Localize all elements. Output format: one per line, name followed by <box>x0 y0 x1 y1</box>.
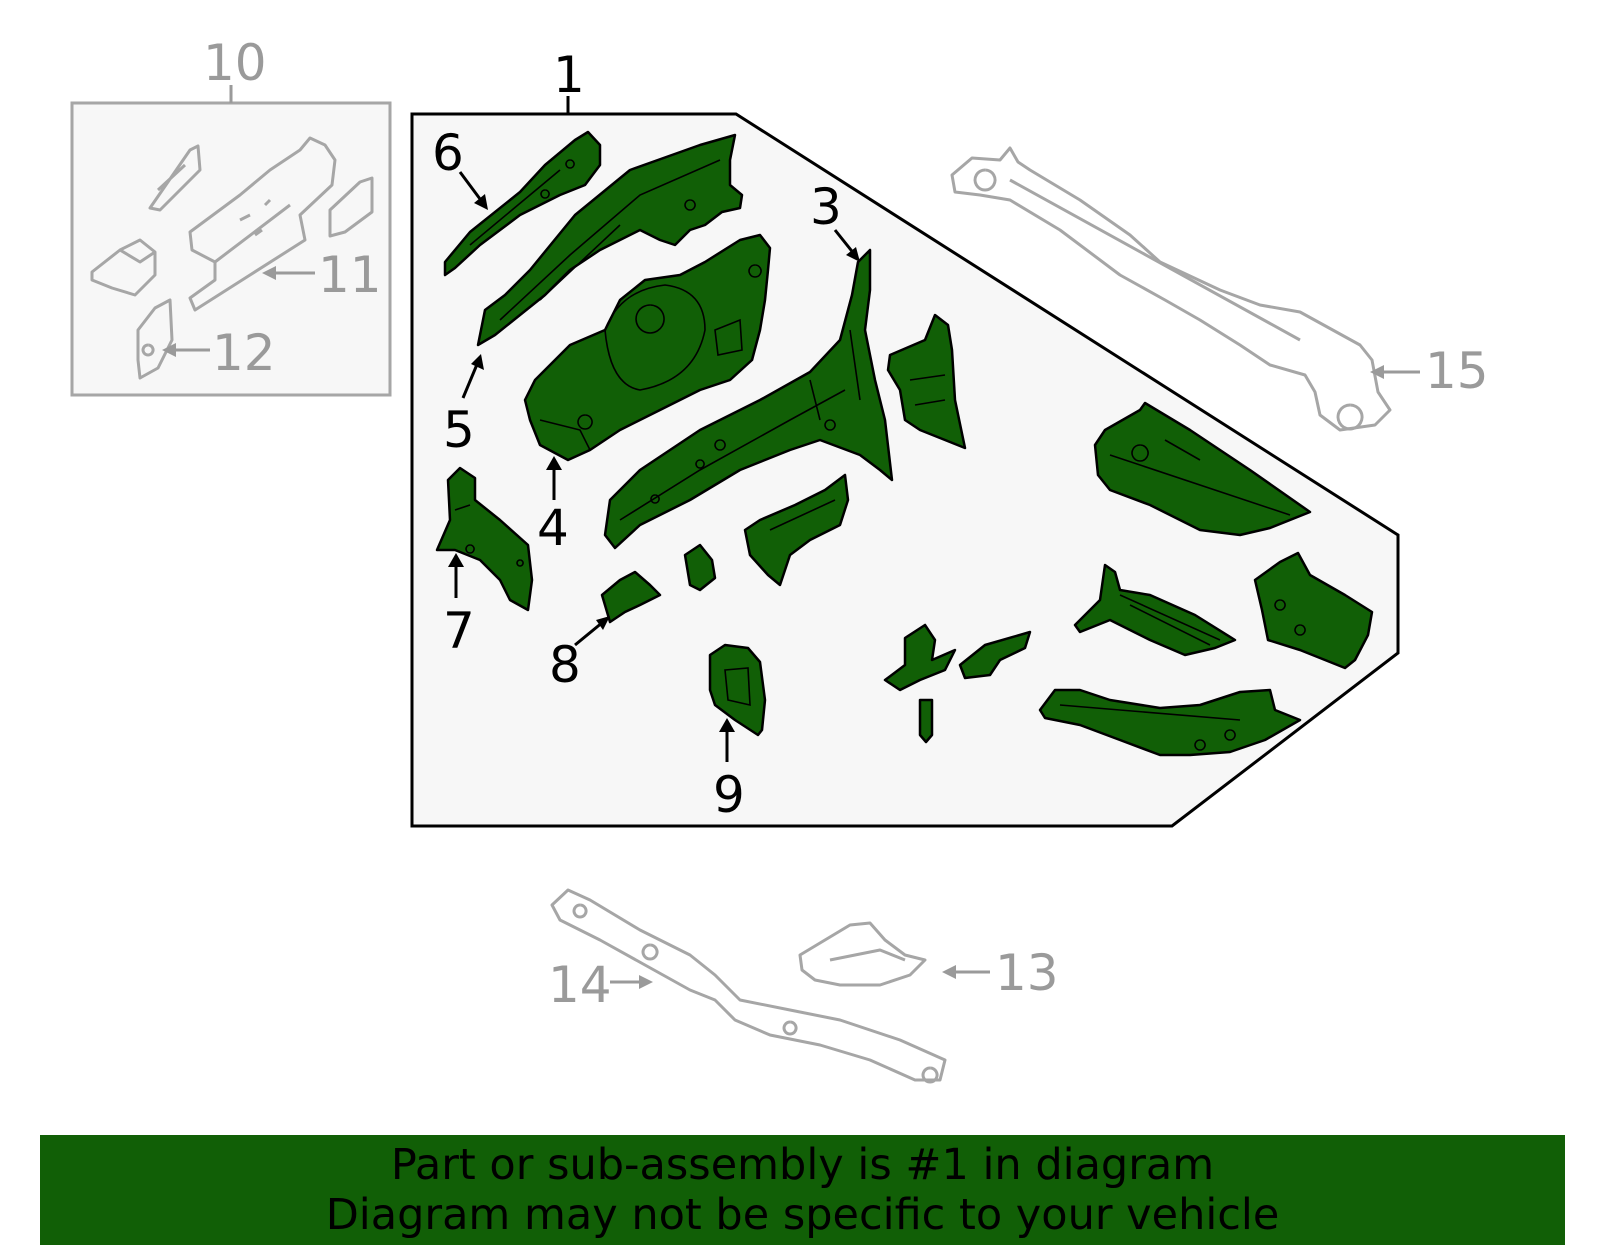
part-13-ghost <box>798 921 927 987</box>
leaders <box>448 171 860 762</box>
rail-ghost-11 <box>188 136 337 312</box>
part-4[interactable] <box>523 233 772 462</box>
mount-ghost <box>90 238 157 297</box>
parts-diagram: 10 11 12 1 6 3 5 4 7 8 9 15 13 14 <box>70 34 1489 1084</box>
callout-13: 13 <box>995 944 1059 1002</box>
part-15-ghost <box>950 146 1392 432</box>
callout-6: 6 <box>432 124 464 182</box>
part-rail-extension[interactable] <box>1073 563 1237 657</box>
group-10-box <box>70 85 392 397</box>
callout-1: 1 <box>553 46 585 104</box>
part-small-brackets-mid[interactable] <box>883 623 1032 744</box>
part-7[interactable] <box>435 466 534 612</box>
part-6[interactable] <box>443 130 602 277</box>
banner-line-2: Diagram may not be specific to your vehi… <box>325 1190 1280 1240</box>
banner-line-1: Part or sub-assembly is #1 in diagram <box>390 1140 1215 1190</box>
part-lower-rail[interactable] <box>1038 688 1302 757</box>
callout-14: 14 <box>548 956 612 1014</box>
part-3[interactable] <box>603 248 894 550</box>
part-14-ghost <box>550 888 947 1084</box>
part-8[interactable] <box>600 570 662 624</box>
bracket-ghost-12 <box>136 298 174 380</box>
callout-15: 15 <box>1425 342 1489 400</box>
info-banner: Part or sub-assembly is #1 in diagram Di… <box>40 1135 1565 1245</box>
callout-9: 9 <box>713 766 745 824</box>
part-crossmember-small[interactable] <box>743 473 850 587</box>
part-9[interactable] <box>708 643 767 737</box>
callout-12: 12 <box>212 324 276 382</box>
part-small-bracket-a[interactable] <box>683 543 717 592</box>
part-5[interactable] <box>476 133 744 347</box>
callout-3: 3 <box>810 178 842 236</box>
callout-8: 8 <box>549 636 581 694</box>
plate-ghost <box>328 176 374 238</box>
callout-7: 7 <box>443 602 475 660</box>
part-corner-bracket[interactable] <box>1253 551 1374 670</box>
callout-11: 11 <box>318 246 382 304</box>
callout-10: 10 <box>203 34 267 92</box>
grey-leaders <box>610 365 1420 989</box>
part-bracket-upper-right[interactable] <box>886 313 967 450</box>
callout-4: 4 <box>537 499 569 557</box>
callout-5: 5 <box>443 401 475 459</box>
bracket-ghost <box>148 144 202 212</box>
part-floor-panel[interactable] <box>1093 401 1312 537</box>
